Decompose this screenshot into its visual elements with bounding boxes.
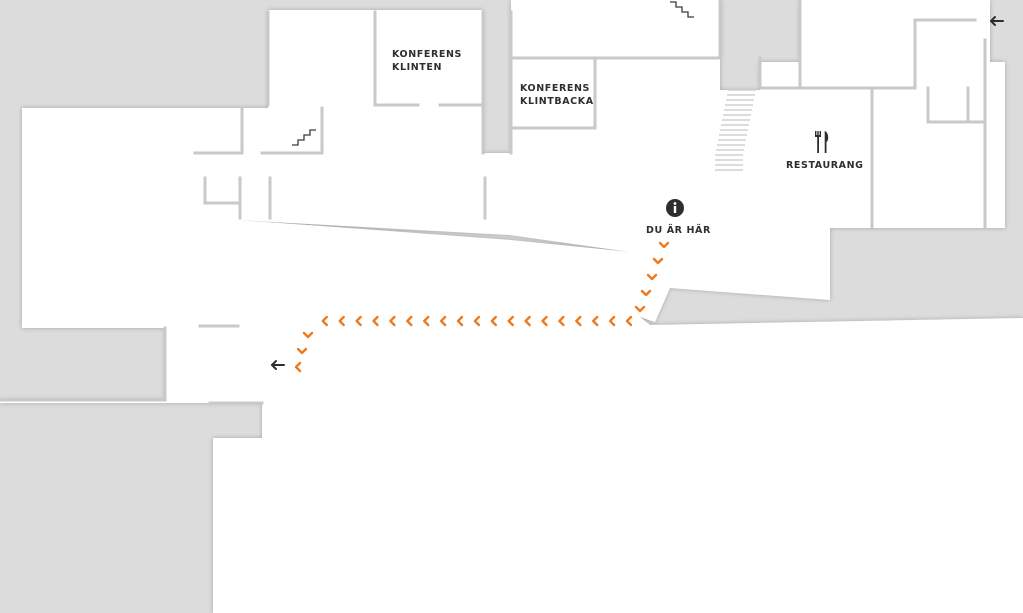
walls	[0, 0, 987, 405]
room-label-line: KONFERENS	[520, 83, 590, 94]
floor-west-wing	[22, 108, 242, 328]
route-chevron	[625, 315, 633, 327]
route-chevron	[592, 315, 599, 327]
you-are-here-text: DU ÄR HÄR	[646, 225, 711, 236]
route-chevron	[608, 315, 616, 327]
room-konferens-klinten: KONFERENS KLINTEN	[392, 48, 462, 74]
floor-north-strip	[511, 0, 721, 58]
room-label-line: RESTAURANG	[786, 160, 864, 171]
route-chevron	[302, 331, 314, 339]
route-chevron	[423, 315, 430, 327]
route-chevron	[558, 315, 565, 327]
route-chevron	[507, 315, 514, 327]
route-chevron	[406, 315, 413, 327]
exit-north-east-arrow-icon[interactable]	[990, 16, 1004, 26]
route-chevron	[321, 315, 328, 327]
route-chevron	[296, 347, 308, 355]
you-are-here-label: DU ÄR HÄR	[646, 224, 711, 237]
room-label-line: KLINTBACKA	[520, 96, 594, 107]
route-chevron	[338, 315, 345, 327]
stairs-north	[670, 1, 694, 18]
route-chevron	[658, 241, 670, 249]
floor-northeast	[800, 0, 990, 62]
room-restaurang: RESTAURANG	[786, 159, 864, 172]
route-chevron	[652, 257, 664, 265]
room-label-line: KONFERENS	[392, 49, 462, 60]
route-chevron	[294, 361, 302, 373]
info-icon	[666, 199, 684, 217]
exit-west-arrow-icon[interactable]	[271, 360, 285, 370]
room-label-line: KLINTEN	[392, 62, 443, 73]
floor-central-hall	[238, 58, 1005, 322]
room-konferens-klintbacka: KONFERENS KLINTBACKA	[520, 82, 594, 108]
route-chevron	[646, 273, 658, 281]
route-chevron	[541, 315, 548, 327]
floor-south-wing	[0, 220, 1023, 613]
route-chevron	[456, 315, 464, 327]
route-chevron	[634, 305, 646, 313]
route-chevron	[439, 315, 447, 327]
route-chevron	[490, 315, 497, 327]
fork-knife-icon	[815, 131, 829, 153]
route-chevron	[524, 315, 531, 327]
route-path	[294, 241, 670, 373]
route-chevron	[473, 315, 481, 327]
route-chevron	[372, 315, 379, 327]
route-chevron	[389, 315, 396, 327]
route-chevron	[355, 315, 362, 327]
route-chevron	[640, 289, 652, 297]
stairs-west	[292, 129, 316, 146]
route-chevron	[575, 315, 582, 327]
stairs-center	[715, 89, 756, 171]
